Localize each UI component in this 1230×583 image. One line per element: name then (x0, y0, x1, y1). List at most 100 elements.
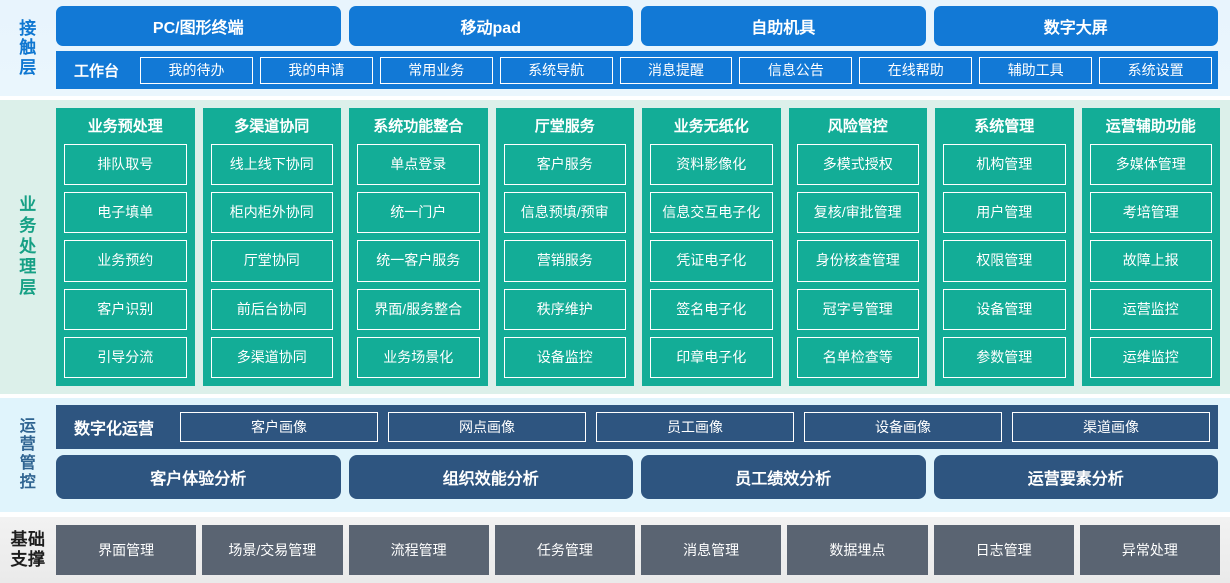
business-column-title: 系统管理 (974, 118, 1035, 135)
business-item[interactable]: 信息交互电子化 (650, 192, 773, 234)
portrait-branch[interactable]: 网点画像 (388, 412, 587, 442)
layer-business-label: 业 务 处 理 层 (0, 108, 56, 386)
business-item[interactable]: 业务预约 (64, 240, 187, 282)
business-item[interactable]: 设备监控 (503, 336, 626, 379)
analysis-customer-experience[interactable]: 客户体验分析 (56, 455, 341, 499)
workbench-item-aux-tools[interactable]: 辅助工具 (979, 56, 1093, 84)
business-item[interactable]: 引导分流 (64, 336, 187, 379)
layer-operations-body: 数字化运营 客户画像 网点画像 员工画像 设备画像 渠道画像 客户体验分析 组织… (56, 405, 1218, 505)
analysis-organization-efficiency[interactable]: 组织效能分析 (348, 455, 633, 499)
base-item-scenario-transaction-management[interactable]: 场景/交易管理 (202, 525, 343, 575)
layer-access-body: PC/图形终端 移动pad 自助机具 数字大屏 工作台 我的待办 我的申请 常用… (56, 6, 1218, 90)
business-item[interactable]: 身份核查管理 (796, 240, 919, 282)
business-item[interactable]: 运营监控 (1089, 288, 1212, 330)
workbench-item-online-help[interactable]: 在线帮助 (859, 56, 973, 84)
workbench-item-my-todo[interactable]: 我的待办 (140, 56, 253, 84)
business-item[interactable]: 多媒体管理 (1089, 144, 1212, 186)
business-item[interactable]: 用户管理 (943, 192, 1066, 234)
layer-business-label-char: 层 (19, 278, 37, 298)
business-item[interactable]: 签名电子化 (650, 288, 773, 330)
business-column-system-management: 系统管理 机构管理 用户管理 权限管理 设备管理 参数管理 (935, 108, 1074, 386)
business-item[interactable]: 业务场景化 (357, 336, 480, 379)
business-item[interactable]: 多渠道协同 (210, 336, 333, 379)
base-item-process-management[interactable]: 流程管理 (348, 525, 489, 575)
channel-button-pc[interactable]: PC/图形终端 (56, 6, 341, 46)
business-item[interactable]: 资料影像化 (650, 144, 773, 186)
business-column-title: 多渠道协同 (234, 118, 310, 135)
business-item[interactable]: 故障上报 (1089, 240, 1212, 282)
business-item[interactable]: 印章电子化 (650, 336, 773, 379)
base-item-exception-handling[interactable]: 异常处理 (1079, 525, 1220, 575)
layer-business-label-char: 业 (19, 195, 37, 215)
base-item-message-management[interactable]: 消息管理 (641, 525, 782, 575)
business-column-risk-control: 风险管控 多模式授权 复核/审批管理 身份核查管理 冠字号管理 名单检查等 (788, 108, 927, 386)
business-item-list: 客户服务 信息预填/预审 营销服务 秩序维护 设备监控 (503, 144, 626, 379)
business-item[interactable]: 考培管理 (1089, 192, 1212, 234)
business-item[interactable]: 秩序维护 (503, 288, 626, 330)
workbench-title: 工作台 (74, 62, 120, 80)
base-support-row: 界面管理 场景/交易管理 流程管理 任务管理 消息管理 数据埋点 日志管理 异常… (56, 525, 1220, 575)
business-item[interactable]: 冠字号管理 (796, 288, 919, 330)
digital-operations-title: 数字化运营 (74, 421, 155, 438)
business-item[interactable]: 营销服务 (503, 240, 626, 282)
workbench-item-common-business[interactable]: 常用业务 (379, 56, 493, 84)
layer-base-support-body: 界面管理 场景/交易管理 流程管理 任务管理 消息管理 数据埋点 日志管理 异常… (56, 525, 1220, 575)
portrait-customer[interactable]: 客户画像 (180, 412, 379, 442)
business-item[interactable]: 多模式授权 (796, 144, 919, 186)
workbench-item-system-settings[interactable]: 系统设置 (1099, 56, 1213, 84)
business-item[interactable]: 名单检查等 (796, 336, 919, 379)
business-item[interactable]: 线上线下协同 (210, 144, 333, 186)
channel-button-self-service[interactable]: 自助机具 (641, 6, 926, 46)
business-item[interactable]: 信息预填/预审 (503, 192, 626, 234)
business-column-multichannel: 多渠道协同 线上线下协同 柜内柜外协同 厅堂协同 前后台协同 多渠道协同 (202, 108, 341, 386)
layer-access: 接 触 层 PC/图形终端 移动pad 自助机具 数字大屏 工作台 我的待办 我… (0, 0, 1230, 96)
channel-button-digital-screen[interactable]: 数字大屏 (933, 6, 1218, 46)
analysis-employee-performance[interactable]: 员工绩效分析 (641, 455, 926, 499)
business-item[interactable]: 机构管理 (943, 144, 1066, 186)
portrait-employee[interactable]: 员工画像 (596, 412, 795, 442)
business-item[interactable]: 凭证电子化 (650, 240, 773, 282)
business-column-title: 业务无纸化 (673, 118, 749, 135)
base-item-ui-management[interactable]: 界面管理 (56, 525, 197, 575)
workbench-item-message-alert[interactable]: 消息提醒 (619, 56, 733, 84)
business-column-title: 系统功能整合 (373, 118, 464, 135)
layer-operations-label-char: 控 (19, 473, 37, 491)
base-item-data-tracking[interactable]: 数据埋点 (787, 525, 928, 575)
workbench-item-announcement[interactable]: 信息公告 (739, 56, 853, 84)
business-item[interactable]: 前后台协同 (210, 288, 333, 330)
business-item[interactable]: 厅堂协同 (210, 240, 333, 282)
layer-operations: 运 营 管 控 数字化运营 客户画像 网点画像 员工画像 设备画像 渠道画像 客… (0, 398, 1230, 512)
business-item[interactable]: 统一客户服务 (357, 240, 480, 282)
base-item-log-management[interactable]: 日志管理 (933, 525, 1074, 575)
business-item[interactable]: 电子填单 (64, 192, 187, 234)
business-item[interactable]: 客户识别 (64, 288, 187, 330)
layer-access-label: 接 触 层 (0, 6, 56, 90)
business-item[interactable]: 客户服务 (503, 144, 626, 186)
business-item[interactable]: 设备管理 (943, 288, 1066, 330)
business-item[interactable]: 排队取号 (64, 144, 187, 186)
base-item-task-management[interactable]: 任务管理 (494, 525, 635, 575)
analysis-operation-factors[interactable]: 运营要素分析 (933, 455, 1218, 499)
layer-base-support-label-char: 基础 (10, 530, 46, 550)
layer-business-label-char: 处 (19, 236, 37, 256)
workbench-item-my-application[interactable]: 我的申请 (259, 56, 373, 84)
business-column-system-integration: 系统功能整合 单点登录 统一门户 统一客户服务 界面/服务整合 业务场景化 (349, 108, 488, 386)
business-item[interactable]: 统一门户 (357, 192, 480, 234)
business-item[interactable]: 复核/审批管理 (796, 192, 919, 234)
workbench-bar: 工作台 我的待办 我的申请 常用业务 系统导航 消息提醒 信息公告 在线帮助 辅… (56, 51, 1218, 89)
business-column-title: 风险管控 (827, 118, 888, 135)
business-item[interactable]: 柜内柜外协同 (210, 192, 333, 234)
workbench-item-system-nav[interactable]: 系统导航 (499, 56, 613, 84)
layer-business-label-char: 理 (19, 257, 37, 277)
portrait-device[interactable]: 设备画像 (804, 412, 1003, 442)
layer-base-support-label: 基础 支撑 (0, 525, 56, 575)
business-item[interactable]: 参数管理 (943, 336, 1066, 379)
business-column-title: 运营辅助功能 (1105, 118, 1196, 135)
channel-button-mobile-pad[interactable]: 移动pad (348, 6, 633, 46)
business-item[interactable]: 权限管理 (943, 240, 1066, 282)
portrait-channel[interactable]: 渠道画像 (1012, 412, 1211, 442)
business-item[interactable]: 界面/服务整合 (357, 288, 480, 330)
business-item[interactable]: 单点登录 (357, 144, 480, 186)
business-item[interactable]: 运维监控 (1089, 336, 1212, 379)
